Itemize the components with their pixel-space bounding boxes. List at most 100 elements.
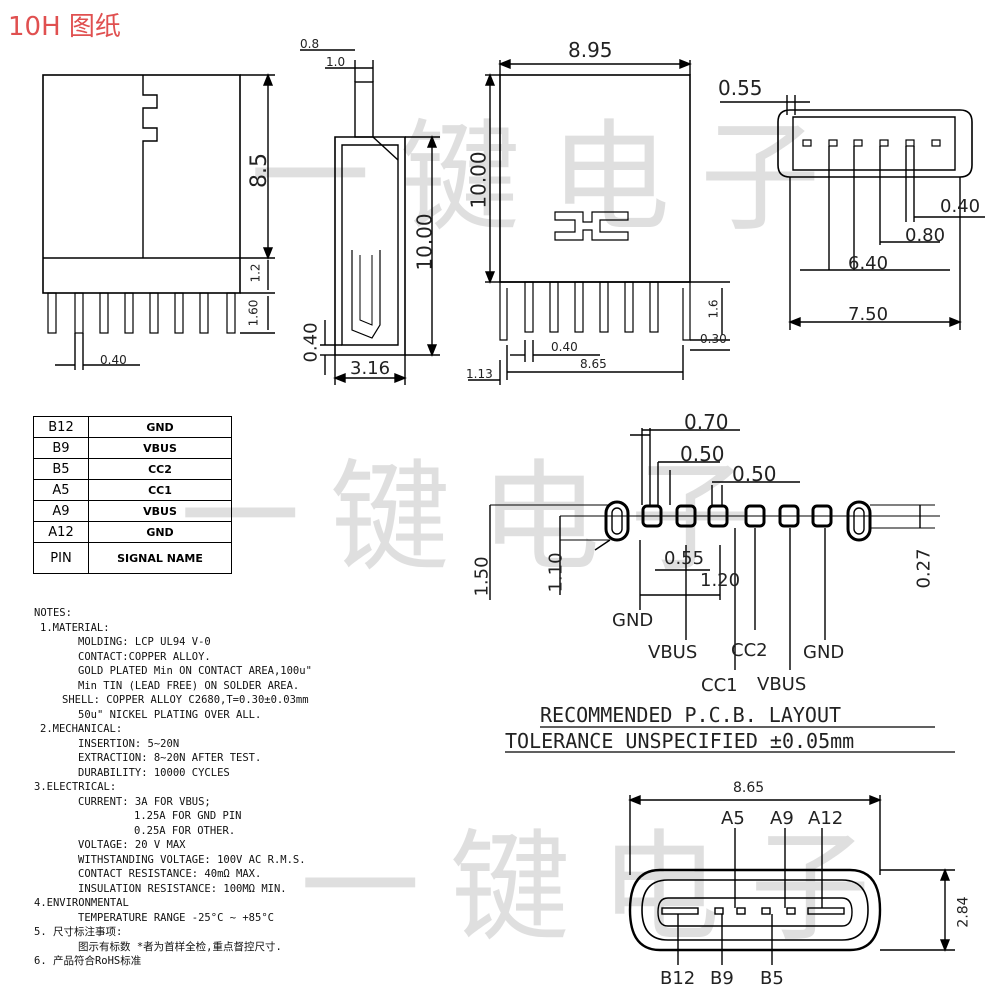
side-view <box>300 49 440 385</box>
note-line: 3.ELECTRICAL: <box>34 781 117 793</box>
pcb-dim-0-50-b: 0.50 <box>732 462 777 486</box>
dim-8-65-rear: 8.65 <box>580 357 607 371</box>
face-dim-2-84: 2.84 <box>955 896 972 928</box>
watermark-middle: 一键电子 <box>180 449 780 588</box>
dim-0-80-top: 0.80 <box>905 225 946 246</box>
dim-0-55-top: 0.55 <box>718 76 763 100</box>
note-line: INSULATION RESISTANCE: 100MΩ MIN. <box>78 882 287 895</box>
signal-cell: VBUS <box>88 437 232 459</box>
pin-cell: B9 <box>33 437 89 459</box>
note-line: 6. 产品符合RoHS标准 <box>34 955 142 967</box>
note-line: INSERTION: 5~20N <box>78 737 180 750</box>
dim-6-40-top: 6.40 <box>848 253 889 274</box>
note-line: 2.MECHANICAL: <box>40 723 123 735</box>
note-line: TEMPERATURE RANGE -25°C ~ +85°C <box>78 911 274 924</box>
signal-header: SIGNAL NAME <box>88 542 232 574</box>
dim-10-00-rear: 10.00 <box>466 151 491 209</box>
pcb-dim-1-10: 1.10 <box>545 552 567 593</box>
note-line: 50u" NICKEL PLATING OVER ALL. <box>78 708 262 721</box>
signal-cell: GND <box>88 416 232 438</box>
face-label-b5: B5 <box>760 968 784 989</box>
port-face-view <box>628 794 955 965</box>
signal-cell: CC2 <box>88 458 232 480</box>
note-line: CONTACT RESISTANCE: 40mΩ MAX. <box>78 868 262 880</box>
rear-view <box>468 58 730 385</box>
top-view <box>720 95 985 330</box>
pcb-caption-line2: TOLERANCE UNSPECIFIED ±0.05mm <box>505 729 855 753</box>
pin-cell: A9 <box>33 500 89 522</box>
pcb-dim-1-50: 1.50 <box>471 556 493 597</box>
pin-cell: B12 <box>33 416 89 438</box>
note-line: Min TIN (LEAD FREE) ON SOLDER AREA. <box>78 679 300 692</box>
watermark-bottom: 一键电子 <box>300 819 900 958</box>
front-view <box>42 73 275 370</box>
dim-0-40-rear: 0.40 <box>551 340 578 354</box>
dim-8-5: 8.5 <box>247 153 272 188</box>
note-line: EXTRACTION: 8~20N AFTER TEST. <box>78 752 262 764</box>
face-label-b9: B9 <box>710 968 734 989</box>
note-line: CURRENT: 3A FOR VBUS; <box>78 795 211 808</box>
pcb-label-vbus-left: VBUS <box>648 642 698 663</box>
pin-header: PIN <box>33 542 89 574</box>
dim-1-0: 1.0 <box>326 55 346 69</box>
pcb-caption-line1: RECOMMENDED P.C.B. LAYOUT <box>540 703 842 727</box>
pcb-dim-0-55: 0.55 <box>664 548 705 569</box>
dim-1-13: 1.13 <box>466 367 493 381</box>
note-line: DURABILITY: 10000 CYCLES <box>78 766 230 779</box>
note-line: 5. 尺寸标注事项: <box>34 926 123 938</box>
drawing-title: 10H 图纸 <box>8 12 121 42</box>
dim-0-40-front: 0.40 <box>100 353 127 367</box>
note-line: WITHSTANDING VOLTAGE: 100V AC R.M.S. <box>78 853 306 866</box>
dim-3-16: 3.16 <box>350 358 391 379</box>
dim-1-6: 1.6 <box>706 299 721 319</box>
note-line: GOLD PLATED Min ON CONTACT AREA,100u" <box>78 665 312 677</box>
watermark-top: 一键电子 <box>250 109 850 248</box>
pcb-dim-0-27: 0.27 <box>913 548 935 589</box>
face-label-a5: A5 <box>721 808 745 829</box>
pin-cell: A5 <box>33 479 89 501</box>
signal-cell: VBUS <box>88 500 232 522</box>
pin-cell: B5 <box>33 458 89 480</box>
pin-cell: A12 <box>33 521 89 543</box>
dim-1-2: 1.2 <box>248 263 263 283</box>
face-label-a9: A9 <box>770 808 794 829</box>
signal-cell: GND <box>88 521 232 543</box>
pcb-label-gnd-left: GND <box>612 610 654 631</box>
note-line: CONTACT:COPPER ALLOY. <box>78 650 211 663</box>
pcb-label-cc2: CC2 <box>731 640 768 661</box>
pcb-dim-0-70: 0.70 <box>684 410 729 434</box>
pcb-label-cc1: CC1 <box>701 675 738 696</box>
pcb-dim-1-20: 1.20 <box>700 570 741 591</box>
pcb-dim-0-50-a: 0.50 <box>680 442 725 466</box>
note-line: VOLTAGE: 20 V MAX <box>78 839 186 851</box>
pcb-label-vbus-right: VBUS <box>757 674 807 695</box>
note-line: 1.MATERIAL: <box>40 621 110 634</box>
note-line: 图示有标数 *者为首样全检,重点督控尺寸. <box>78 940 282 953</box>
pcb-layout <box>489 428 940 670</box>
dim-0-8: 0.8 <box>300 37 320 51</box>
dim-8-95: 8.95 <box>568 38 613 62</box>
note-line: 0.25A FOR OTHER. <box>134 824 236 837</box>
face-dim-8-65: 8.65 <box>733 780 765 796</box>
signal-cell: CC1 <box>88 479 232 501</box>
dim-1-60: 1.60 <box>246 299 261 327</box>
dim-7-50-top: 7.50 <box>848 304 889 325</box>
dim-0-40-top: 0.40 <box>940 196 981 217</box>
note-line: MOLDING: LCP UL94 V-0 <box>78 636 211 648</box>
note-line: 4.ENVIRONMENTAL <box>34 897 129 909</box>
note-line: NOTES: <box>34 607 72 619</box>
pin-table-header: PIN SIGNAL NAME <box>33 542 232 574</box>
dim-10-00-side: 10.00 <box>412 213 437 271</box>
note-line: 1.25A FOR GND PIN <box>134 810 242 822</box>
pcb-label-gnd-right: GND <box>803 642 845 663</box>
face-label-a12: A12 <box>808 808 844 829</box>
